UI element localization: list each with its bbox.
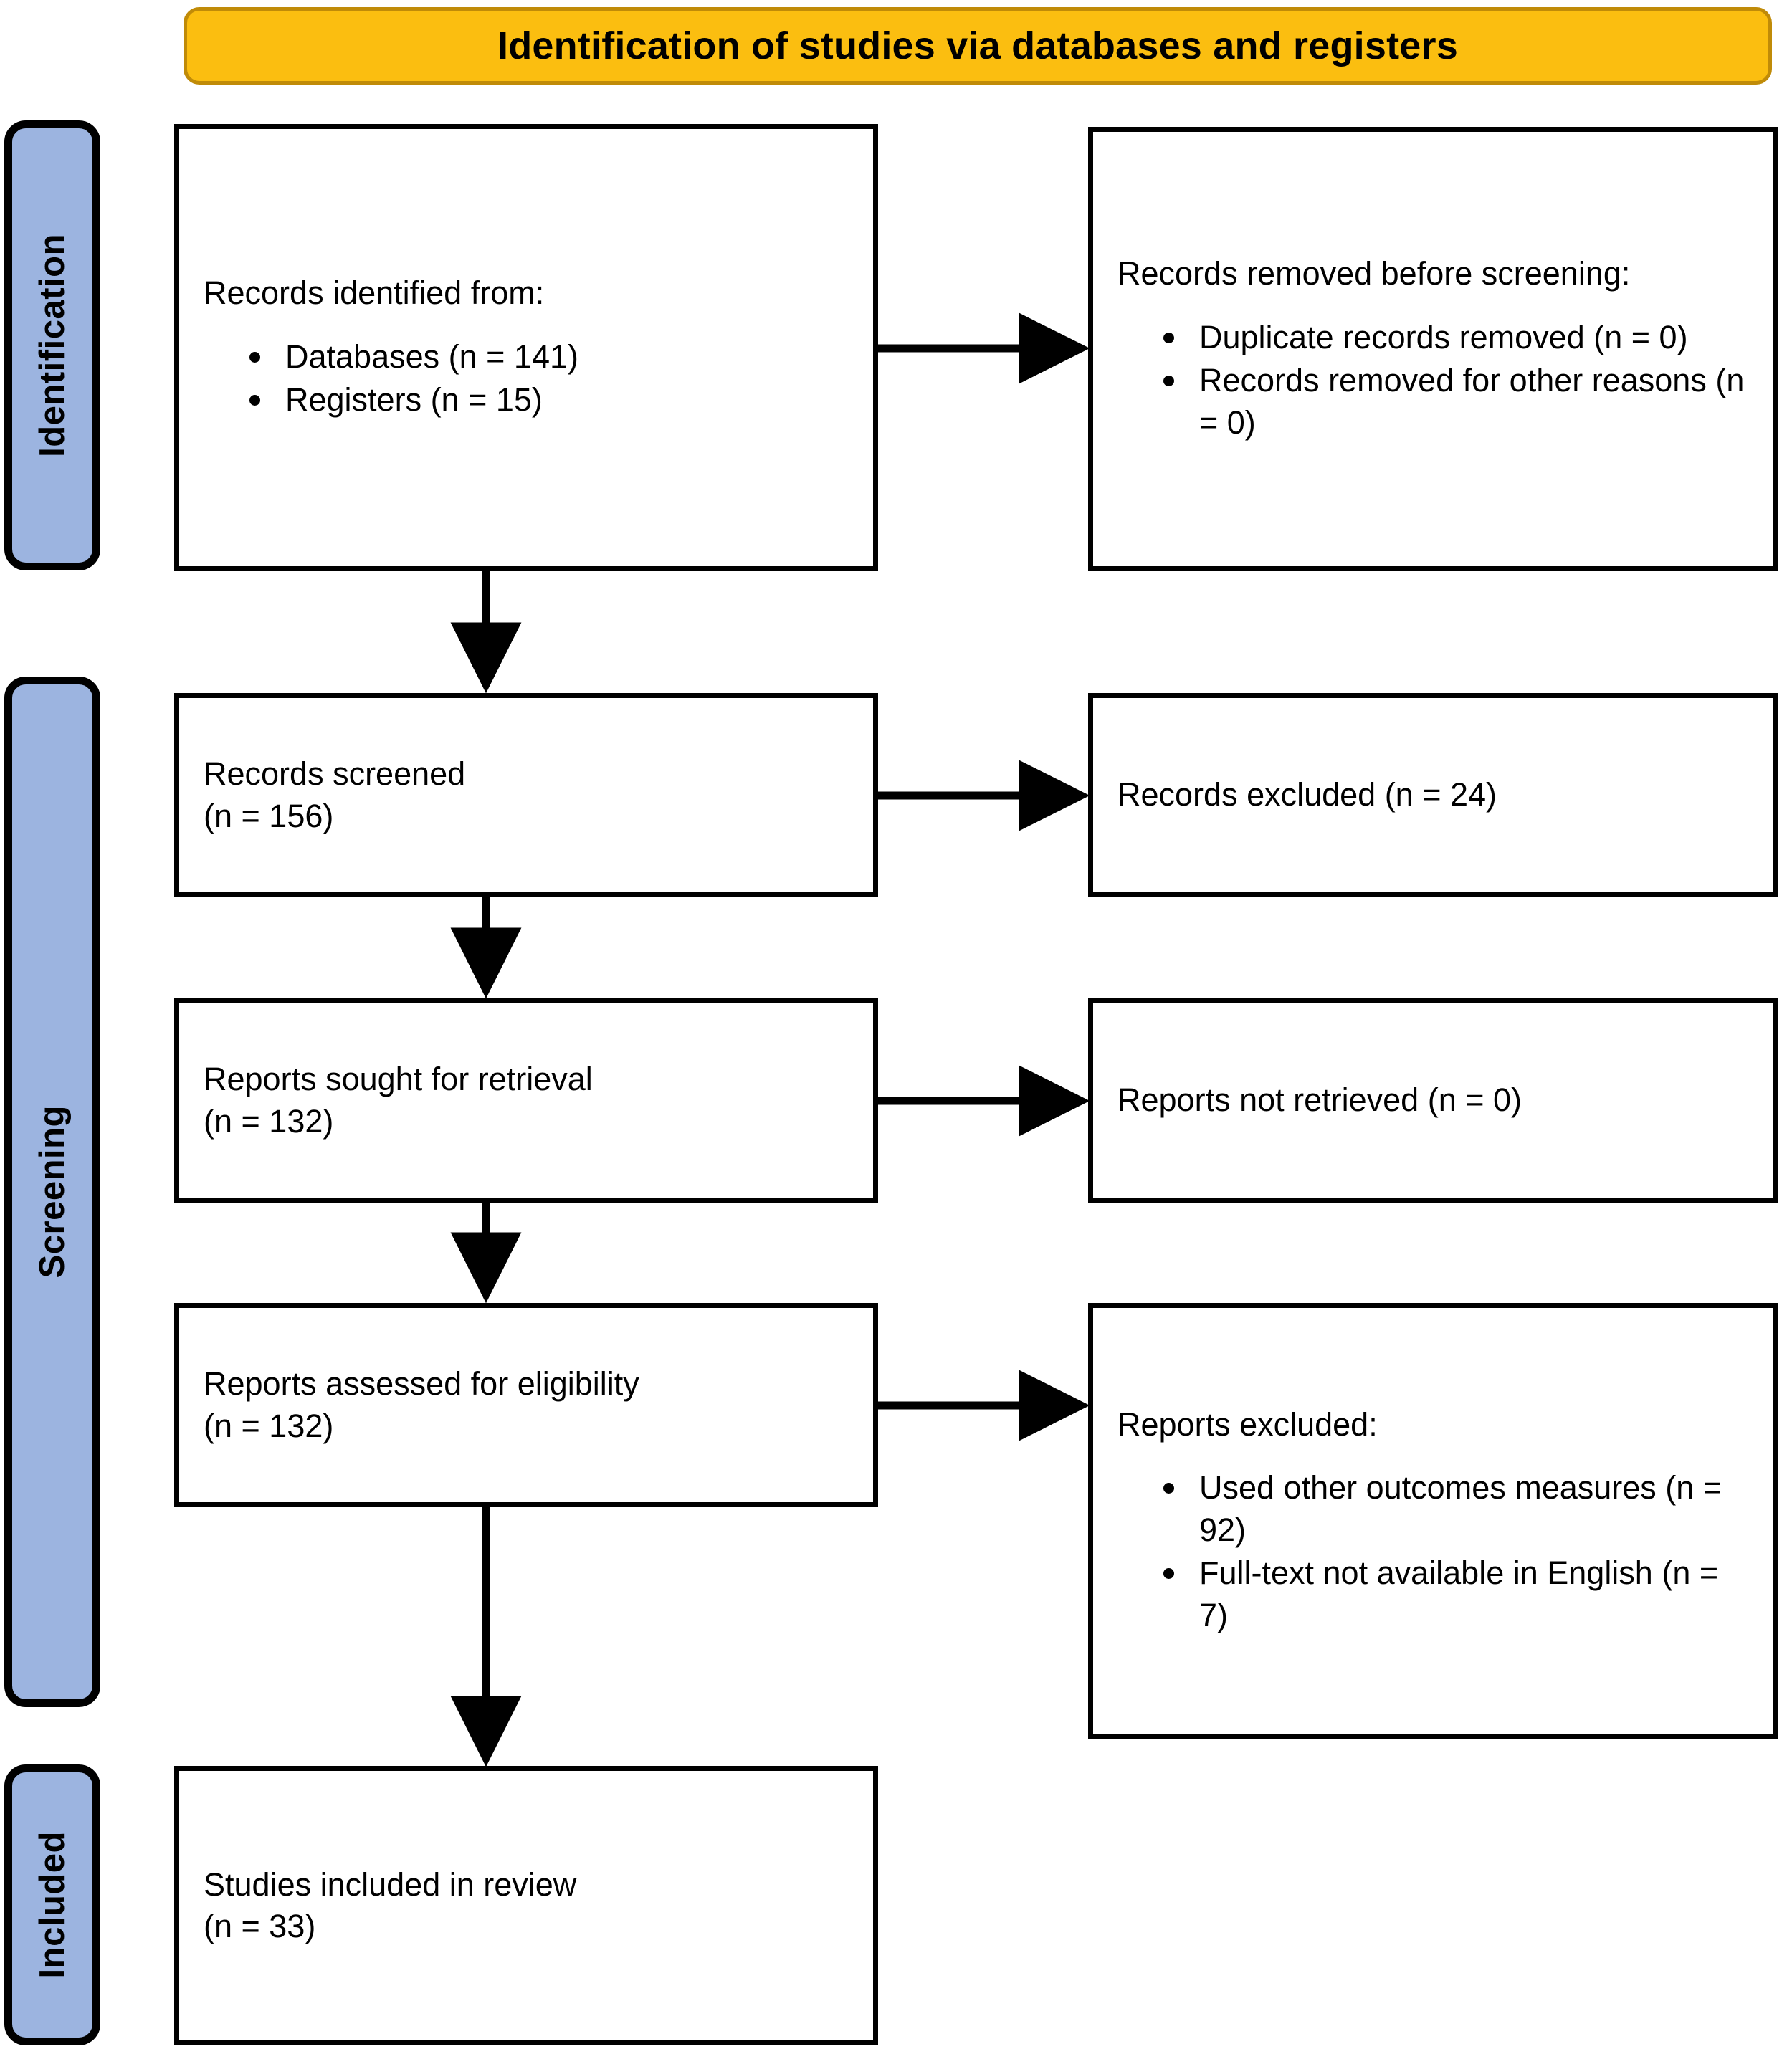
- records-removed-heading-tail: :: [1621, 255, 1631, 292]
- records-identified-heading: Records identified from:: [204, 274, 545, 312]
- studies-included-count: (n = 33): [204, 1908, 316, 1944]
- stage-tab-included: Included: [4, 1764, 100, 2045]
- reports-sought-label: Reports sought for retrieval: [204, 1061, 593, 1097]
- stage-tab-identification: Identification: [4, 120, 100, 570]
- records-removed-heading-italic: before screening: [1381, 255, 1621, 292]
- reports-not-retrieved-label: Reports not retrieved (n = 0): [1117, 1081, 1522, 1119]
- list-item: Databases (n = 141): [245, 336, 849, 378]
- box-reports-excluded: Reports excluded: Used other outcomes me…: [1088, 1303, 1778, 1739]
- diagram-title: Identification of studies via databases …: [497, 24, 1458, 67]
- stage-tab-identification-label: Identification: [33, 234, 72, 457]
- box-reports-not-retrieved: Reports not retrieved (n = 0): [1088, 998, 1778, 1203]
- list-item: Duplicate records removed (n = 0): [1159, 317, 1748, 359]
- reports-sought-count: (n = 132): [204, 1102, 334, 1140]
- list-item: Records removed for other reasons (n = 0…: [1159, 360, 1748, 444]
- stage-tab-screening-label: Screening: [33, 1105, 72, 1279]
- box-records-identified: Records identified from: Databases (n = …: [174, 124, 878, 571]
- reports-assessed-count: (n = 132): [204, 1407, 334, 1444]
- stage-tab-included-label: Included: [33, 1831, 72, 1979]
- list-item: Registers (n = 15): [245, 379, 849, 421]
- records-removed-heading-plain: Records removed: [1117, 255, 1381, 292]
- box-records-excluded: Records excluded (n = 24): [1088, 693, 1778, 897]
- records-removed-list: Duplicate records removed (n = 0) Record…: [1117, 317, 1748, 446]
- box-reports-sought-for-retrieval: Reports sought for retrieval (n = 132): [174, 998, 878, 1203]
- diagram-title-banner: Identification of studies via databases …: [184, 7, 1772, 85]
- records-screened-count: (n = 156): [204, 797, 334, 834]
- box-records-screened: Records screened (n = 156): [174, 693, 878, 897]
- reports-excluded-heading: Reports excluded:: [1117, 1405, 1378, 1443]
- box-records-removed-before-screening: Records removed before screening: Duplic…: [1088, 127, 1778, 571]
- records-excluded-label: Records excluded (n = 24): [1117, 776, 1497, 813]
- reports-assessed-label: Reports assessed for eligibility: [204, 1365, 639, 1402]
- list-item: Full-text not available in English (n = …: [1159, 1552, 1748, 1636]
- box-studies-included-in-review: Studies included in review (n = 33): [174, 1766, 878, 2045]
- list-item: Used other outcomes measures (n = 92): [1159, 1467, 1748, 1551]
- studies-included-label: Studies included in review: [204, 1866, 577, 1903]
- reports-excluded-list: Used other outcomes measures (n = 92) Fu…: [1117, 1467, 1748, 1638]
- records-screened-label: Records screened: [204, 755, 466, 792]
- records-identified-list: Databases (n = 141) Registers (n = 15): [204, 336, 849, 423]
- box-reports-assessed-for-eligibility: Reports assessed for eligibility (n = 13…: [174, 1303, 878, 1507]
- stage-tab-screening: Screening: [4, 677, 100, 1707]
- records-removed-heading: Records removed before screening:: [1117, 253, 1748, 295]
